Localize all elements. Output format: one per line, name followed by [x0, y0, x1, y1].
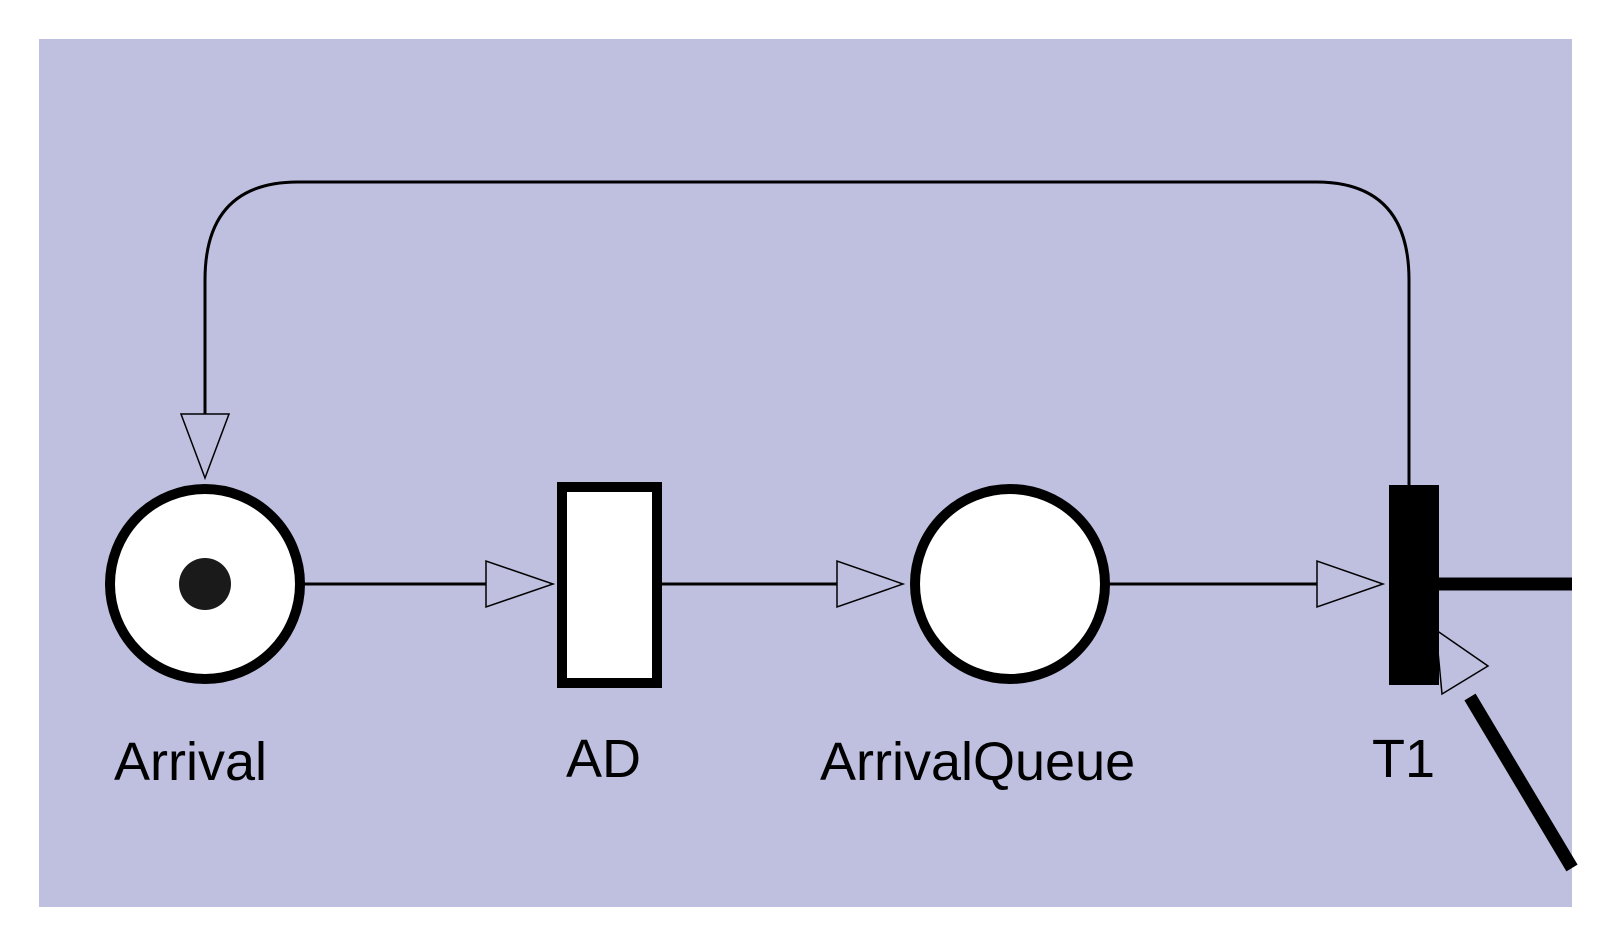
arrowhead-into-t1 — [1316, 559, 1386, 609]
label-t1: T1 — [1372, 729, 1435, 789]
place-arrivalqueue[interactable] — [910, 484, 1110, 684]
arrowhead-into-arrivalqueue — [836, 559, 906, 609]
token-arrival — [179, 558, 231, 610]
label-arrivalqueue: ArrivalQueue — [820, 732, 1135, 792]
arrowhead-into-ad — [485, 559, 556, 609]
label-arrival: Arrival — [114, 732, 267, 792]
transition-t1[interactable] — [1389, 485, 1439, 685]
arc-into-t1-diagonal — [1464, 693, 1578, 872]
arc-t1-to-arrival — [203, 180, 1411, 487]
transition-ad[interactable] — [557, 482, 662, 688]
label-ad: AD — [566, 729, 641, 789]
arrowhead-into-arrival — [179, 413, 231, 481]
diagram-background — [39, 39, 1572, 907]
